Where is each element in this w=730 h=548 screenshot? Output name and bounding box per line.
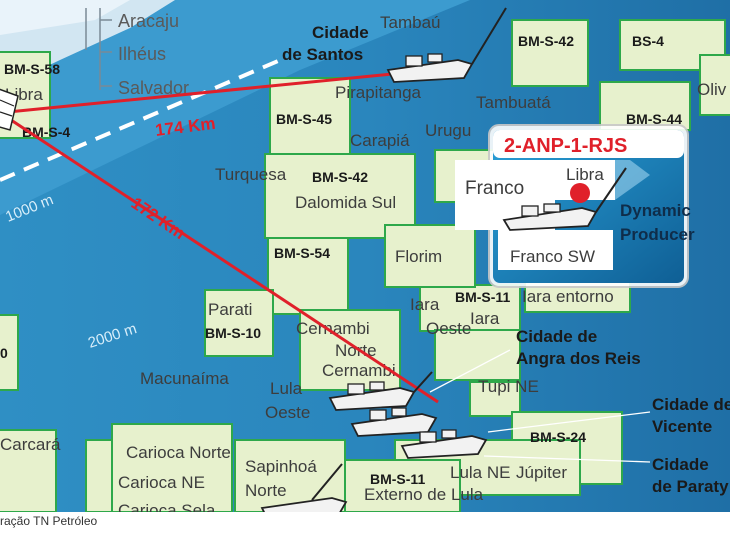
field-lula-oeste-1: Lula [270, 379, 303, 398]
block-left-low [0, 429, 57, 512]
field-turquesa: Turquesa [215, 165, 287, 184]
fpso-paraty-1: Cidade [652, 455, 709, 474]
field-caraipia: Carapiá [350, 131, 410, 150]
field-jupiter: Júpiter [516, 463, 567, 482]
city-ilheus: Ilhéus [118, 44, 166, 64]
block-bms11-upper [419, 284, 521, 332]
block-left-mid [0, 314, 19, 391]
inset-title-bar [493, 130, 684, 158]
ship-lula-icon [350, 407, 438, 437]
field-tupi-ne: Tupi NE [478, 377, 539, 396]
ship-angra-icon [328, 371, 433, 411]
block-iara-oeste [434, 329, 521, 381]
field-uruguai: Urugu [425, 121, 471, 140]
fpso-vicente-2: Vicente [652, 417, 712, 436]
fpso-santos-2: de Santos [282, 45, 363, 64]
block-labels: BM-S-58 BM-S-4 BM-S-42 BS-4 BM-S-44 BM-S… [0, 33, 682, 487]
fpso-santos-1: Cidade [312, 23, 369, 42]
well-marker [570, 183, 590, 203]
ship-vicente-icon [400, 429, 488, 459]
field-sapinhoa-2: Norte [245, 481, 287, 500]
ship-santos-icon [386, 7, 507, 83]
image-credit: ração TN Petróleo [0, 514, 98, 528]
label-bs4: BS-4 [632, 33, 664, 49]
fpso-paraty-2: de Paraty [652, 477, 729, 496]
field-lula-oeste-2: Oeste [265, 403, 310, 422]
fpso-vicente-1: Cidade de [652, 395, 730, 414]
city-aracaju: Aracaju [118, 11, 179, 31]
field-sapinhoa-1: Sapinhoá [245, 457, 317, 476]
label-bms11-lower: BM-S-11 [370, 471, 425, 487]
fpso-angra-2: Angra dos Reis [516, 349, 641, 368]
leader-lines [429, 349, 651, 463]
block-bms44 [599, 81, 691, 131]
field-franco: Franco [465, 178, 524, 199]
map-svg: 1000 m 2000 m Aracaju Ilhéus Salvador [0, 0, 730, 512]
field-externo: Externo de Lula [364, 485, 484, 504]
block-florim [384, 224, 476, 288]
label-bms54: BM-S-54 [274, 245, 330, 261]
field-libra-inset: Libra [566, 165, 604, 184]
label-bms10: BM-S-10 [205, 325, 261, 341]
field-carcara: Carcará [0, 435, 61, 454]
fpso-angra-1: Cidade de [516, 327, 597, 346]
block-bms11-lower [339, 459, 461, 512]
ship-dynamic-icon [502, 167, 627, 231]
line-172 [7, 116, 439, 404]
inset-libra: 2-ANP-1-RJS Franco Libra Franco SW Dynam… [455, 124, 695, 288]
block-bms45 [269, 77, 351, 155]
origin-platform-icon [0, 88, 19, 131]
shelf-band [0, 0, 470, 215]
inset-title: 2-ANP-1-RJS [504, 135, 627, 157]
field-iara-oeste-1: Iara [410, 295, 440, 314]
coastal-cities [85, 8, 112, 90]
field-tambuata: Tambuatá [476, 93, 551, 112]
field-oliva: Oliv [697, 80, 727, 99]
block-oliva [699, 54, 730, 116]
field-iara-oeste-2: Oeste [426, 319, 471, 338]
block-tupi-ne [469, 381, 521, 417]
ship-lower-icon [260, 463, 348, 512]
field-cernambi-norte-1: Cernambi [296, 319, 370, 338]
field-iara-entorno: Iara entorno [522, 287, 614, 306]
label-bms42-top: BM-S-42 [518, 33, 574, 49]
field-franco-sw: Franco SW [510, 247, 595, 266]
field-dalomida: Dalomida Sul [295, 193, 396, 212]
line-174 [7, 72, 393, 114]
field-parati: Parati [208, 300, 252, 319]
field-iara: Iara [470, 309, 500, 328]
fpso-dynamic-1: Dynamic [620, 201, 691, 220]
label-bms42-center: BM-S-42 [312, 169, 368, 185]
field-florim: Florim [395, 247, 442, 266]
label-bms24: BM-S-24 [530, 429, 586, 445]
block-carioca [111, 423, 233, 512]
block-bms42-top [511, 19, 589, 87]
blocks-layer [0, 19, 730, 512]
field-labels: Libra Tambaú Oliv Pirapitanga Tambuatá C… [0, 13, 727, 512]
label-bms11-upper: BM-S-11 [455, 289, 510, 305]
field-tambau: Tambaú [380, 13, 440, 32]
field-macunaima: Macunaíma [140, 369, 229, 388]
city-salvador: Salvador [118, 78, 189, 98]
field-carioca-ne: Carioca NE [118, 473, 205, 492]
distance-lines [7, 72, 439, 404]
field-carioca-norte: Carioca Norte [126, 443, 231, 462]
field-lula-ne: Lula NE [450, 463, 510, 482]
field-carioca-sela: Carioca Sela [118, 501, 216, 512]
field-cernambi: Cernambi [322, 361, 396, 380]
land-inner [0, 0, 130, 35]
label-bms44: BM-S-44 [626, 111, 682, 127]
inset-franco-sw-block [498, 230, 613, 270]
fpso-dynamic-2: Producer [620, 225, 695, 244]
block-bms10 [204, 289, 274, 357]
label-bms45: BM-S-45 [276, 111, 332, 127]
label-bms58: BM-S-58 [4, 61, 60, 77]
field-pirapitanga: Pirapitanga [335, 83, 422, 102]
label-zero: 0 [0, 345, 8, 361]
